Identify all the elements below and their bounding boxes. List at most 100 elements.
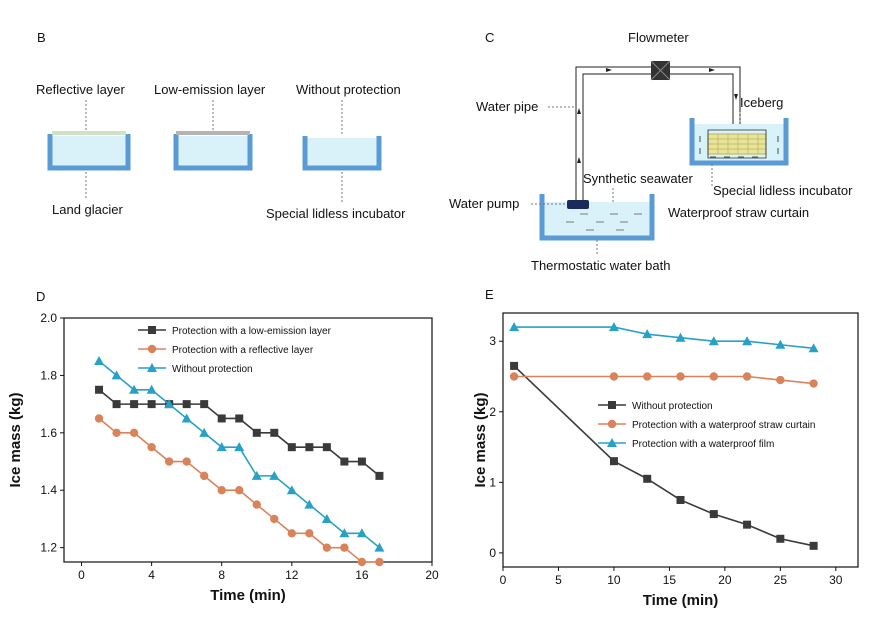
y-tick-label: 1.4 <box>40 483 57 497</box>
panel-label-b: B <box>37 30 46 45</box>
data-point <box>340 543 349 552</box>
y-tick-label: 0 <box>489 546 496 560</box>
legend-marker <box>148 326 156 334</box>
x-tick-label: 8 <box>218 568 225 582</box>
label-waterproof-straw-curtain: Waterproof straw curtain <box>668 205 809 220</box>
data-point <box>217 486 226 495</box>
data-point <box>742 336 753 346</box>
water-pump-body <box>567 200 589 209</box>
data-point <box>375 557 384 567</box>
x-tick-label: 25 <box>774 573 788 587</box>
legend-marker <box>147 363 157 372</box>
data-point <box>676 495 685 504</box>
panel-label-c: C <box>485 30 494 45</box>
data-point <box>146 384 157 394</box>
data-point <box>808 343 819 353</box>
data-point <box>809 541 818 550</box>
panel-label-e: E <box>485 287 494 302</box>
label-water-pipe: Water pipe <box>476 99 538 114</box>
y-tick-label: 3 <box>489 334 496 348</box>
water-ripples <box>566 213 642 231</box>
data-point <box>182 400 191 409</box>
y-tick-label: 1.6 <box>40 426 57 440</box>
series-triangle <box>509 322 819 353</box>
data-point <box>509 322 520 332</box>
legend-label: Protection with a low-emission layer <box>172 326 332 337</box>
data-point <box>199 471 209 481</box>
data-point <box>305 529 314 538</box>
legend-label: Protection with a waterproof film <box>632 439 774 450</box>
label-low-emission-layer: Low-emission layer <box>154 82 266 97</box>
data-point <box>709 372 718 381</box>
data-point <box>643 372 652 381</box>
series-line <box>98 360 380 549</box>
series-square <box>95 385 384 480</box>
incubator-low-emission <box>173 131 253 171</box>
data-point <box>643 474 652 483</box>
plot-frame-d <box>63 317 433 563</box>
series-circle <box>509 372 818 388</box>
data-point <box>608 322 619 332</box>
data-point <box>129 384 140 394</box>
label-water-pump: Water pump <box>449 196 519 211</box>
x-tick-label: 20 <box>718 573 732 587</box>
data-point <box>270 514 279 524</box>
data-point <box>252 428 261 437</box>
x-axis-title: Time (min) <box>643 592 719 609</box>
x-tick-label: 5 <box>555 573 562 587</box>
data-point <box>809 379 818 388</box>
data-point <box>321 513 332 523</box>
data-point <box>111 370 122 380</box>
x-tick-label: 12 <box>285 568 299 582</box>
data-point <box>269 470 280 480</box>
data-point <box>112 400 121 409</box>
label-synthetic-seawater: Synthetic seawater <box>583 171 694 186</box>
y-axis-title: Ice mass (kg) <box>472 392 489 487</box>
x-axis-title: Time (min) <box>210 587 286 604</box>
data-point <box>776 534 785 543</box>
data-point <box>708 336 719 346</box>
data-point <box>147 400 156 409</box>
data-point <box>217 414 226 423</box>
data-point <box>322 443 331 452</box>
x-tick-label: 15 <box>663 573 677 587</box>
x-tick-label: 10 <box>607 573 621 587</box>
data-point <box>374 542 385 552</box>
data-point <box>252 500 261 509</box>
label-land-glacier: Land glacier <box>52 202 123 217</box>
x-tick-label: 0 <box>500 573 507 587</box>
series-line <box>513 365 814 547</box>
data-point <box>164 457 174 466</box>
y-tick-label: 1.2 <box>40 541 57 555</box>
y-tick-label: 1.8 <box>40 368 57 382</box>
data-point <box>270 428 279 437</box>
data-point <box>129 428 139 438</box>
data-point <box>375 471 384 480</box>
data-point <box>775 339 786 349</box>
legend-label: Protection with a waterproof straw curta… <box>632 420 815 431</box>
x-tick-label: 20 <box>425 568 439 582</box>
data-point <box>676 372 685 381</box>
label-special-lidless-incubator-b: Special lidless incubator <box>266 206 406 221</box>
legend-label: Protection with a reflective layer <box>172 345 314 356</box>
y-axis-title: Ice mass (kg) <box>7 392 24 487</box>
data-point <box>286 485 297 495</box>
data-point <box>340 457 349 466</box>
panel-label-d: D <box>36 289 45 304</box>
data-point <box>675 332 686 342</box>
data-point <box>304 499 315 509</box>
low-emission-layer-strip <box>176 131 250 135</box>
data-point <box>182 457 191 466</box>
series-line <box>98 389 380 477</box>
y-tick-label: 2.0 <box>40 311 57 325</box>
legend-marker <box>607 419 617 429</box>
label-without-protection: Without protection <box>296 82 401 97</box>
label-iceberg: Iceberg <box>740 95 783 110</box>
data-point <box>356 528 367 538</box>
label-thermostatic-water-bath: Thermostatic water bath <box>531 258 670 273</box>
incubator-without <box>302 136 382 171</box>
data-point <box>509 372 519 381</box>
legend-marker <box>608 401 616 409</box>
